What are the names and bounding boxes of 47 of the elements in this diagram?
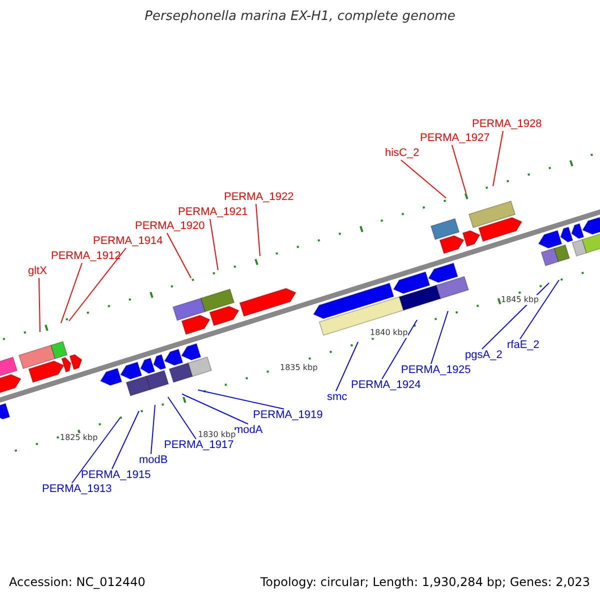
leader-line <box>112 410 140 470</box>
gene-label: PERMA_1922 <box>224 191 294 204</box>
leader-line <box>198 390 284 410</box>
leader-line <box>168 396 196 440</box>
title: Persephonella marina EX-H1, complete genome <box>144 9 456 25</box>
accession-text: Accession: NC_012440 <box>9 575 146 589</box>
leader-line <box>72 418 120 484</box>
leader-line <box>336 342 358 392</box>
gene-label: modB <box>139 454 168 467</box>
gene-label: rfaE_2 <box>507 339 540 352</box>
position-label: 1825 kbp <box>60 433 98 443</box>
gene-label: smc <box>327 391 348 404</box>
gene-label: pgsA_2 <box>465 349 502 362</box>
leader-line <box>492 130 504 186</box>
gene-label: PERMA_1927 <box>420 132 490 145</box>
leader-line <box>452 144 466 194</box>
gene-label: PERMA_1928 <box>472 118 542 131</box>
position-label: 1830 kbp <box>198 430 236 440</box>
leader-line <box>60 262 82 324</box>
leader-line <box>520 280 560 340</box>
genome-stats-text: Topology: circular; Length: 1,930,284 bp; Genes: 2,023 <box>260 575 590 589</box>
gene-label: PERMA_1925 <box>401 364 471 377</box>
gene-label: hisC_2 <box>385 147 420 160</box>
gene-label: gltX <box>28 265 47 278</box>
leader-line <box>150 404 156 454</box>
gene-label: PERMA_1917 <box>164 439 234 452</box>
leader-line <box>38 278 40 332</box>
leader-line <box>382 320 418 380</box>
gene-label: PERMA_1919 <box>253 409 323 422</box>
position-label: 1840 kbp <box>370 328 408 338</box>
leader-line <box>166 232 192 278</box>
leader-line <box>430 310 448 364</box>
leader-line <box>256 204 260 256</box>
leader-line <box>400 160 446 198</box>
gene-label: PERMA_1912 <box>51 250 121 263</box>
gene-label: PERMA_1915 <box>81 469 151 482</box>
leader-line <box>68 248 126 322</box>
gene-label: PERMA_1914 <box>93 235 163 248</box>
leader-line <box>182 394 248 424</box>
gene-label: PERMA_1913 <box>42 483 112 496</box>
leader-line <box>210 218 218 270</box>
position-label: 1845 kbp <box>501 295 539 305</box>
position-label: 1835 kbp <box>280 363 318 373</box>
gene-label: PERMA_1921 <box>178 206 248 219</box>
gene-label: modA <box>234 424 263 437</box>
gene-label: PERMA_1920 <box>135 220 205 233</box>
gene-label: PERMA_1924 <box>351 379 421 392</box>
